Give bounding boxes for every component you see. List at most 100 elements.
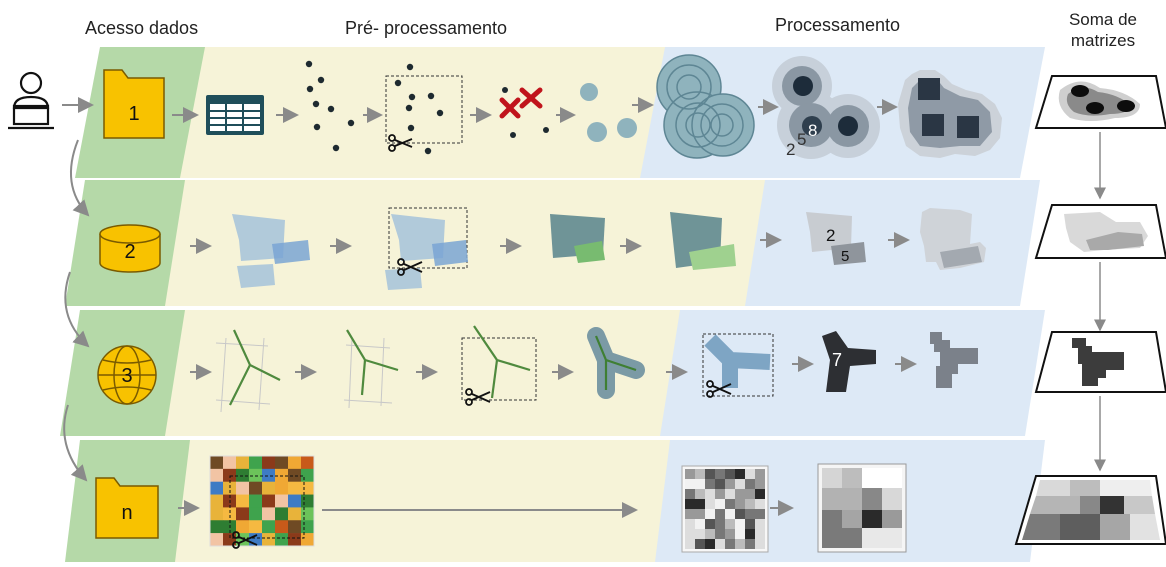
raster-cell xyxy=(685,529,695,539)
raster-cell xyxy=(301,456,315,470)
raster-cell xyxy=(715,469,725,479)
clip-polygons xyxy=(385,207,468,290)
polygons-raw xyxy=(232,214,310,288)
raster-cell xyxy=(695,519,705,529)
raster-cell xyxy=(301,533,315,547)
raster-cell xyxy=(695,499,705,509)
globe-icon xyxy=(97,345,157,405)
raster-cell xyxy=(210,520,224,534)
raster-cell xyxy=(275,456,289,470)
weighted-line: 7 xyxy=(822,331,876,392)
raster-cell xyxy=(301,494,315,508)
raster-cell xyxy=(685,469,695,479)
rasterized-buffers xyxy=(898,70,1002,158)
raster-cell xyxy=(210,481,224,495)
source-folder-n[interactable]: n xyxy=(95,477,159,539)
raster-cell xyxy=(249,494,263,508)
header-processing: Processamento xyxy=(775,15,901,35)
raster-cell xyxy=(745,489,755,499)
raster-cell xyxy=(735,499,745,509)
raster-cell xyxy=(223,481,237,495)
source-label-n: n xyxy=(121,502,132,524)
header-access: Acesso dados xyxy=(85,18,199,38)
raster-cell xyxy=(288,507,302,521)
clip-buffer xyxy=(702,333,774,397)
raster-cell xyxy=(210,507,224,521)
raster-cell xyxy=(685,519,695,529)
lines-raw xyxy=(215,329,281,413)
polygons-clipped xyxy=(550,214,605,263)
processing-band-row3 xyxy=(655,310,1045,436)
raster-cell xyxy=(262,494,276,508)
weight-label-5: 5 xyxy=(841,248,849,265)
raster-cell xyxy=(301,468,315,482)
scissors-icon xyxy=(232,531,258,549)
raster-cell xyxy=(236,507,250,521)
raster-cell xyxy=(249,520,263,534)
raster-cell xyxy=(755,479,765,489)
raster-cell xyxy=(725,539,735,549)
raster-cell xyxy=(715,499,725,509)
raster-cell xyxy=(275,507,289,521)
raster-cell xyxy=(715,519,725,529)
raster-cell xyxy=(695,479,705,489)
raster-cell xyxy=(301,481,315,495)
processing-band-row2 xyxy=(740,180,1040,306)
raster-cell xyxy=(223,507,237,521)
raster-cell xyxy=(685,509,695,519)
source-globe-3[interactable]: 3 xyxy=(97,345,157,405)
raster-cell xyxy=(705,499,715,509)
raster-cell xyxy=(249,507,263,521)
rasterized-line xyxy=(930,332,978,388)
weight-label-2: 2 xyxy=(786,140,795,159)
source-database-2[interactable]: 2 xyxy=(99,224,161,273)
raster-cell xyxy=(223,468,237,482)
weight-label-5: 5 xyxy=(797,130,806,149)
raster-cell xyxy=(301,507,315,521)
lines-clean xyxy=(343,329,399,409)
grayscale-raster xyxy=(681,465,769,553)
raster-cell xyxy=(735,519,745,529)
raster-cell xyxy=(695,489,705,499)
raster-cell xyxy=(236,456,250,470)
folder-icon xyxy=(103,69,165,139)
raster-cell xyxy=(236,481,250,495)
raster-cell xyxy=(745,479,755,489)
raster-cell xyxy=(210,468,224,482)
table-icon xyxy=(206,95,264,135)
raster-cell xyxy=(288,468,302,482)
raster-cell xyxy=(210,456,224,470)
raster-cell xyxy=(210,533,224,547)
raster-cell xyxy=(695,529,705,539)
buffer-rings xyxy=(656,54,755,159)
user-icon xyxy=(8,71,54,130)
raster-cell xyxy=(725,469,735,479)
raster-cell xyxy=(705,529,715,539)
raster-cell xyxy=(695,539,705,549)
raster-cell xyxy=(755,499,765,509)
raster-cell xyxy=(715,479,725,489)
source-flow-arrows xyxy=(63,139,90,482)
weight-label-2: 2 xyxy=(826,226,835,245)
scissors-icon xyxy=(388,134,413,152)
raster-cell xyxy=(275,520,289,534)
point-cloud xyxy=(305,60,355,152)
header-sum: Soma de matrizes xyxy=(1068,10,1138,50)
raster-cell xyxy=(249,468,263,482)
source-label-3: 3 xyxy=(121,365,132,387)
filter-points xyxy=(499,87,549,138)
raster-cell xyxy=(262,507,276,521)
source-folder-1[interactable]: 1 xyxy=(103,69,165,139)
weighted-buffers: 2 5 8 xyxy=(772,56,880,159)
sum-matrix-2 xyxy=(1034,204,1166,259)
raster-cell xyxy=(755,519,765,529)
raster-cell xyxy=(745,519,755,529)
raster-cell xyxy=(685,489,695,499)
raster-cell xyxy=(755,469,765,479)
raster-cell xyxy=(705,509,715,519)
raster-cell xyxy=(725,479,735,489)
raster-cell xyxy=(715,539,725,549)
raster-cell xyxy=(236,520,250,534)
raster-cell xyxy=(755,529,765,539)
header-preprocessing: Pré- processamento xyxy=(345,18,508,38)
